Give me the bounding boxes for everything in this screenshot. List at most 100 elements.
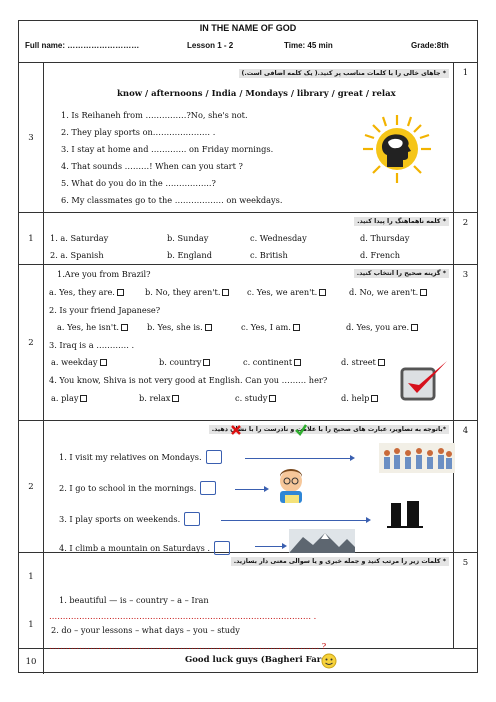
option[interactable]: c. study xyxy=(235,393,277,403)
score-cell: 2 xyxy=(19,421,44,552)
question-number: 5 xyxy=(453,553,477,648)
score-cell: 2 xyxy=(19,265,44,420)
question-instruction: *باتوجه به تصاویر، عبارت های صحیح را با … xyxy=(208,425,449,434)
smiley-icon xyxy=(321,653,337,669)
checkbox[interactable] xyxy=(269,395,277,402)
question-instruction: * گزینه صحیح را انتخاب کنید. xyxy=(353,269,449,278)
score-cell: 1 xyxy=(19,213,44,264)
statement: 2. I go to school in the mornings. xyxy=(59,481,217,495)
option[interactable]: c. Yes, I am. xyxy=(241,322,300,332)
option[interactable]: a. Yes, they are. xyxy=(49,287,124,297)
mountain-climbing-picture xyxy=(289,529,355,553)
option[interactable]: a. play xyxy=(51,393,88,403)
question-instruction: * کلمه ناهماهنگ را پیدا کنید. xyxy=(354,217,449,226)
answer-box[interactable] xyxy=(205,450,222,464)
answer-box[interactable] xyxy=(200,481,217,495)
option[interactable]: b. No, they aren't. xyxy=(145,287,230,297)
red-cross-icon xyxy=(231,425,241,435)
question-text: 4. You know, Shiva is not very good at E… xyxy=(49,375,328,385)
green-check-icon xyxy=(295,424,307,436)
scrambled-sentence: 2. do – your lessons – what days – you –… xyxy=(51,625,240,635)
statement: 1. I visit my relatives on Mondays. xyxy=(59,450,222,464)
option[interactable]: d. French xyxy=(360,250,401,260)
checkbox[interactable] xyxy=(222,289,230,296)
question-instruction: * کلمات زیر را مرتب کنید و جمله خبری و ی… xyxy=(230,557,449,566)
score-cell: 3 xyxy=(19,63,44,212)
option[interactable]: d. street xyxy=(341,357,385,367)
list-item[interactable]: 3. I stay at home and …………. on Friday mo… xyxy=(61,144,274,154)
checkbox[interactable] xyxy=(292,324,300,331)
option[interactable]: a. Yes, he isn't. xyxy=(57,322,128,332)
option[interactable]: c. Yes, we aren't. xyxy=(247,287,327,297)
question-4: 2 4 *باتوجه به تصاویر، عبارت های صحیح را… xyxy=(19,421,477,555)
checkbox[interactable] xyxy=(116,289,124,296)
full-name-field[interactable]: Full name: ……………………… xyxy=(25,41,140,50)
question-text: 2. Is your friend Japanese? xyxy=(49,305,161,315)
checkbox[interactable] xyxy=(411,324,419,331)
option[interactable]: b. country xyxy=(159,357,211,367)
checkbox[interactable] xyxy=(371,395,379,402)
checkbox[interactable] xyxy=(203,359,211,366)
list-item[interactable]: 5. What do you do in the ……………..? xyxy=(61,178,216,188)
option[interactable]: d. Yes, you are. xyxy=(346,322,419,332)
question-number: 2 xyxy=(453,213,477,264)
word-bank: know / afternoons / India / Mondays / li… xyxy=(117,89,396,99)
option[interactable]: b. relax xyxy=(139,393,180,403)
checkbox[interactable] xyxy=(319,289,327,296)
list-item[interactable]: 6. My classmates go to the ……………… on wee… xyxy=(61,195,283,205)
score-cell: 1 xyxy=(19,601,44,649)
question-number: 1 xyxy=(453,63,477,212)
option[interactable]: c. continent xyxy=(243,357,302,367)
option[interactable]: d. help xyxy=(341,393,379,403)
lesson-label: Lesson 1 - 2 xyxy=(187,41,234,50)
answer-box[interactable] xyxy=(214,541,230,555)
option[interactable]: a. weekday xyxy=(51,357,107,367)
relatives-picture xyxy=(379,443,455,473)
checkbox[interactable] xyxy=(172,395,180,402)
arrow xyxy=(221,517,371,523)
answer-line[interactable]: ……………………………………………………………………………………… ? xyxy=(49,641,327,651)
exam-title: IN THE NAME OF GOD xyxy=(199,23,297,33)
checkbox[interactable] xyxy=(99,359,107,366)
checkbox[interactable] xyxy=(204,324,212,331)
question-1: 3 1 * جاهای خالی را با کلمات مناسب پر کن… xyxy=(19,63,477,213)
checkbox[interactable] xyxy=(420,289,428,296)
exam-sheet: IN THE NAME OF GOD Full name: ……………………… … xyxy=(18,20,478,674)
option[interactable]: b. Sunday xyxy=(167,233,209,243)
option[interactable]: b. Yes, she is. xyxy=(147,322,212,332)
checkbox[interactable] xyxy=(80,395,88,402)
option[interactable]: b. England xyxy=(167,250,212,260)
question-5: 1 1 5 * کلمات زیر را مرتب کنید و جمله خب… xyxy=(19,553,477,651)
question-number: 3 xyxy=(453,265,477,420)
answer-line[interactable]: …………………………………………………………………………………… . xyxy=(49,611,317,621)
footer-text: Good luck guys (Bagheri Fard) xyxy=(185,655,332,665)
option[interactable]: c. Wednesday xyxy=(250,233,307,243)
arrow xyxy=(235,486,269,492)
option[interactable]: d. Thursday xyxy=(360,233,410,243)
time-label: Time: 45 min xyxy=(284,41,333,50)
statement: 4. I climb a mountain on Saturdays . xyxy=(59,541,230,555)
arrow xyxy=(245,455,355,461)
answer-box[interactable] xyxy=(184,512,201,526)
option[interactable]: 1. a. Saturday xyxy=(50,233,109,243)
option[interactable]: d. No, we aren't. xyxy=(349,287,428,297)
checkbox[interactable] xyxy=(377,359,385,366)
grade-label: Grade:8th xyxy=(411,41,449,50)
question-2: 1 2 * کلمه ناهماهنگ را پیدا کنید. 1. a. … xyxy=(19,213,477,265)
question-text: 1.Are you from Brazil? xyxy=(57,269,151,279)
question-3: 2 3 * گزینه صحیح را انتخاب کنید. 1.Are y… xyxy=(19,265,477,421)
option[interactable]: 2. a. Spanish xyxy=(50,250,104,260)
checkbox[interactable] xyxy=(294,359,302,366)
question-text: 3. Iraq is a ………… . xyxy=(49,340,135,350)
statement: 3. I play sports on weekends. xyxy=(59,512,201,526)
checkbox[interactable] xyxy=(121,324,128,331)
question-number: 4 xyxy=(453,421,477,552)
boy-studying-picture xyxy=(280,469,302,503)
list-item[interactable]: 1. Is Reihaneh from ……………?No, she's not. xyxy=(61,110,248,120)
sports-picture xyxy=(385,497,425,533)
option[interactable]: c. British xyxy=(250,250,288,260)
footer-row: 10 Good luck guys (Bagheri Fard) xyxy=(19,649,477,674)
list-item[interactable]: 4. That sounds ………! When can you start ? xyxy=(61,161,243,171)
question-instruction: * جاهای خالی را با کلمات مناسب پر کنید.(… xyxy=(238,69,449,78)
list-item[interactable]: 2. They play sports on………………… . xyxy=(61,127,216,137)
